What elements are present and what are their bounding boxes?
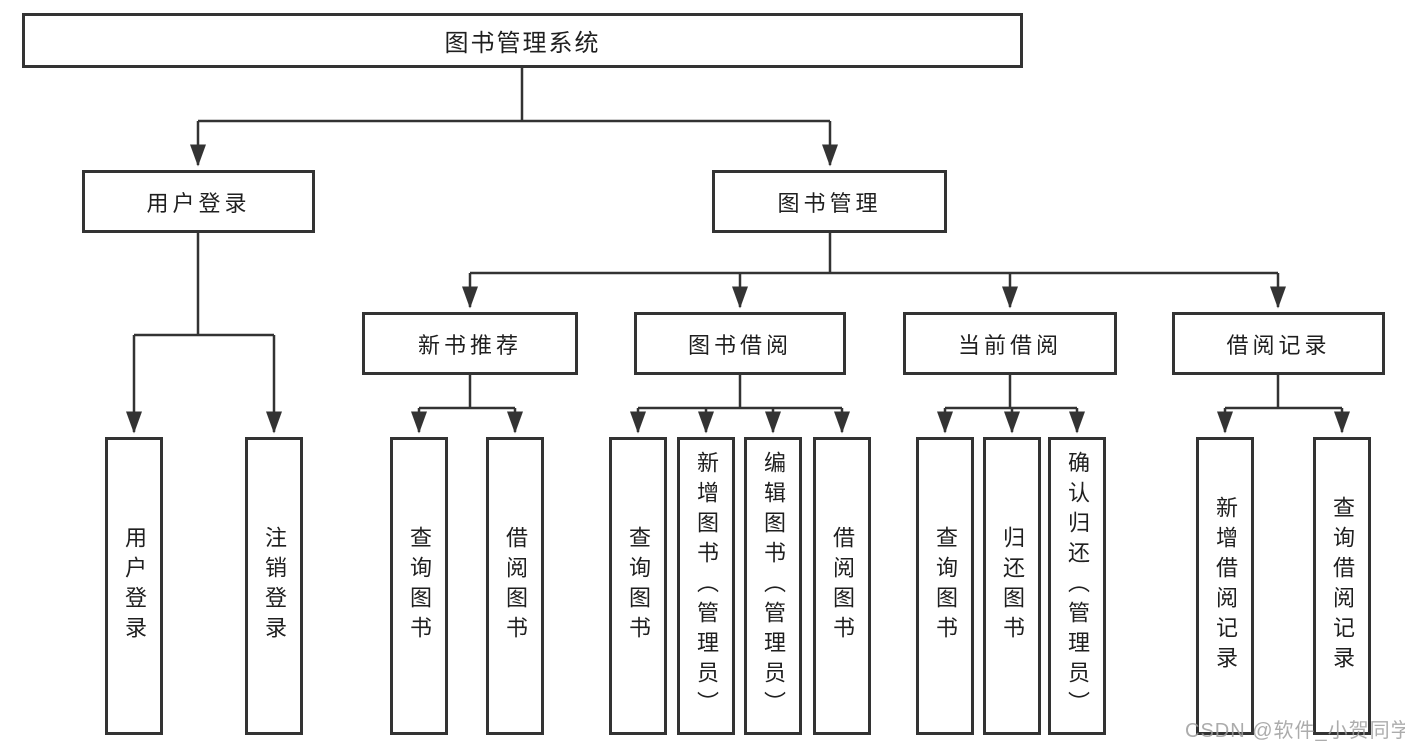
node-label: 图书管理系统: [444, 30, 601, 57]
node-label: 借阅图书: [503, 526, 528, 646]
leaf-borrow-books: 借阅图书: [813, 437, 871, 735]
leaf-add-book-admin: 新增图书（管理员）: [677, 437, 735, 735]
node-label: 确认归还（管理员）: [1065, 451, 1090, 721]
node-label: 用户登录: [122, 526, 147, 646]
node-label: 新增图书（管理员）: [694, 451, 719, 721]
leaf-logout: 注销登录: [245, 437, 303, 735]
leaf-edit-book-admin: 编辑图书（管理员）: [744, 437, 802, 735]
node-label: 查询借阅记录: [1330, 496, 1355, 676]
node-label: 编辑图书（管理员）: [761, 451, 786, 721]
leaf-user-login: 用户登录: [105, 437, 163, 735]
node-user-login: 用户登录: [82, 170, 315, 233]
node-label: 注销登录: [262, 526, 287, 646]
node-label: 查询图书: [626, 526, 651, 646]
leaf-query-books-current: 查询图书: [916, 437, 974, 735]
leaf-query-borrow-record: 查询借阅记录: [1313, 437, 1371, 735]
leaf-query-books-recommend: 查询图书: [390, 437, 448, 735]
node-label: 查询图书: [933, 526, 958, 646]
node-label: 借阅图书: [830, 526, 855, 646]
node-label: 图书借阅: [687, 332, 792, 358]
node-label: 查询图书: [407, 526, 432, 646]
node-label: 当前借阅: [957, 332, 1062, 358]
node-label: 归还图书: [1000, 526, 1025, 646]
leaf-borrow-books-recommend: 借阅图书: [486, 437, 544, 735]
node-library-management-system: 图书管理系统: [22, 13, 1023, 68]
node-current-borrowing: 当前借阅: [903, 312, 1117, 375]
node-label: 新书推荐: [417, 332, 522, 358]
csdn-watermark: CSDN @软件_小贺同学: [1185, 720, 1405, 742]
node-label: 图书管理: [777, 190, 882, 216]
leaf-confirm-return-admin: 确认归还（管理员）: [1048, 437, 1106, 735]
leaf-return-book: 归还图书: [983, 437, 1041, 735]
node-new-book-recommend: 新书推荐: [362, 312, 578, 375]
leaf-query-books-borrowing: 查询图书: [609, 437, 667, 735]
node-label: 借阅记录: [1226, 332, 1331, 358]
node-book-management: 图书管理: [712, 170, 947, 233]
node-borrow-records: 借阅记录: [1172, 312, 1385, 375]
leaf-add-borrow-record: 新增借阅记录: [1196, 437, 1254, 735]
connector-elbows: [134, 68, 1342, 410]
node-label: 新增借阅记录: [1213, 496, 1238, 676]
node-book-borrowing: 图书借阅: [634, 312, 846, 375]
node-label: 用户登录: [146, 190, 251, 216]
